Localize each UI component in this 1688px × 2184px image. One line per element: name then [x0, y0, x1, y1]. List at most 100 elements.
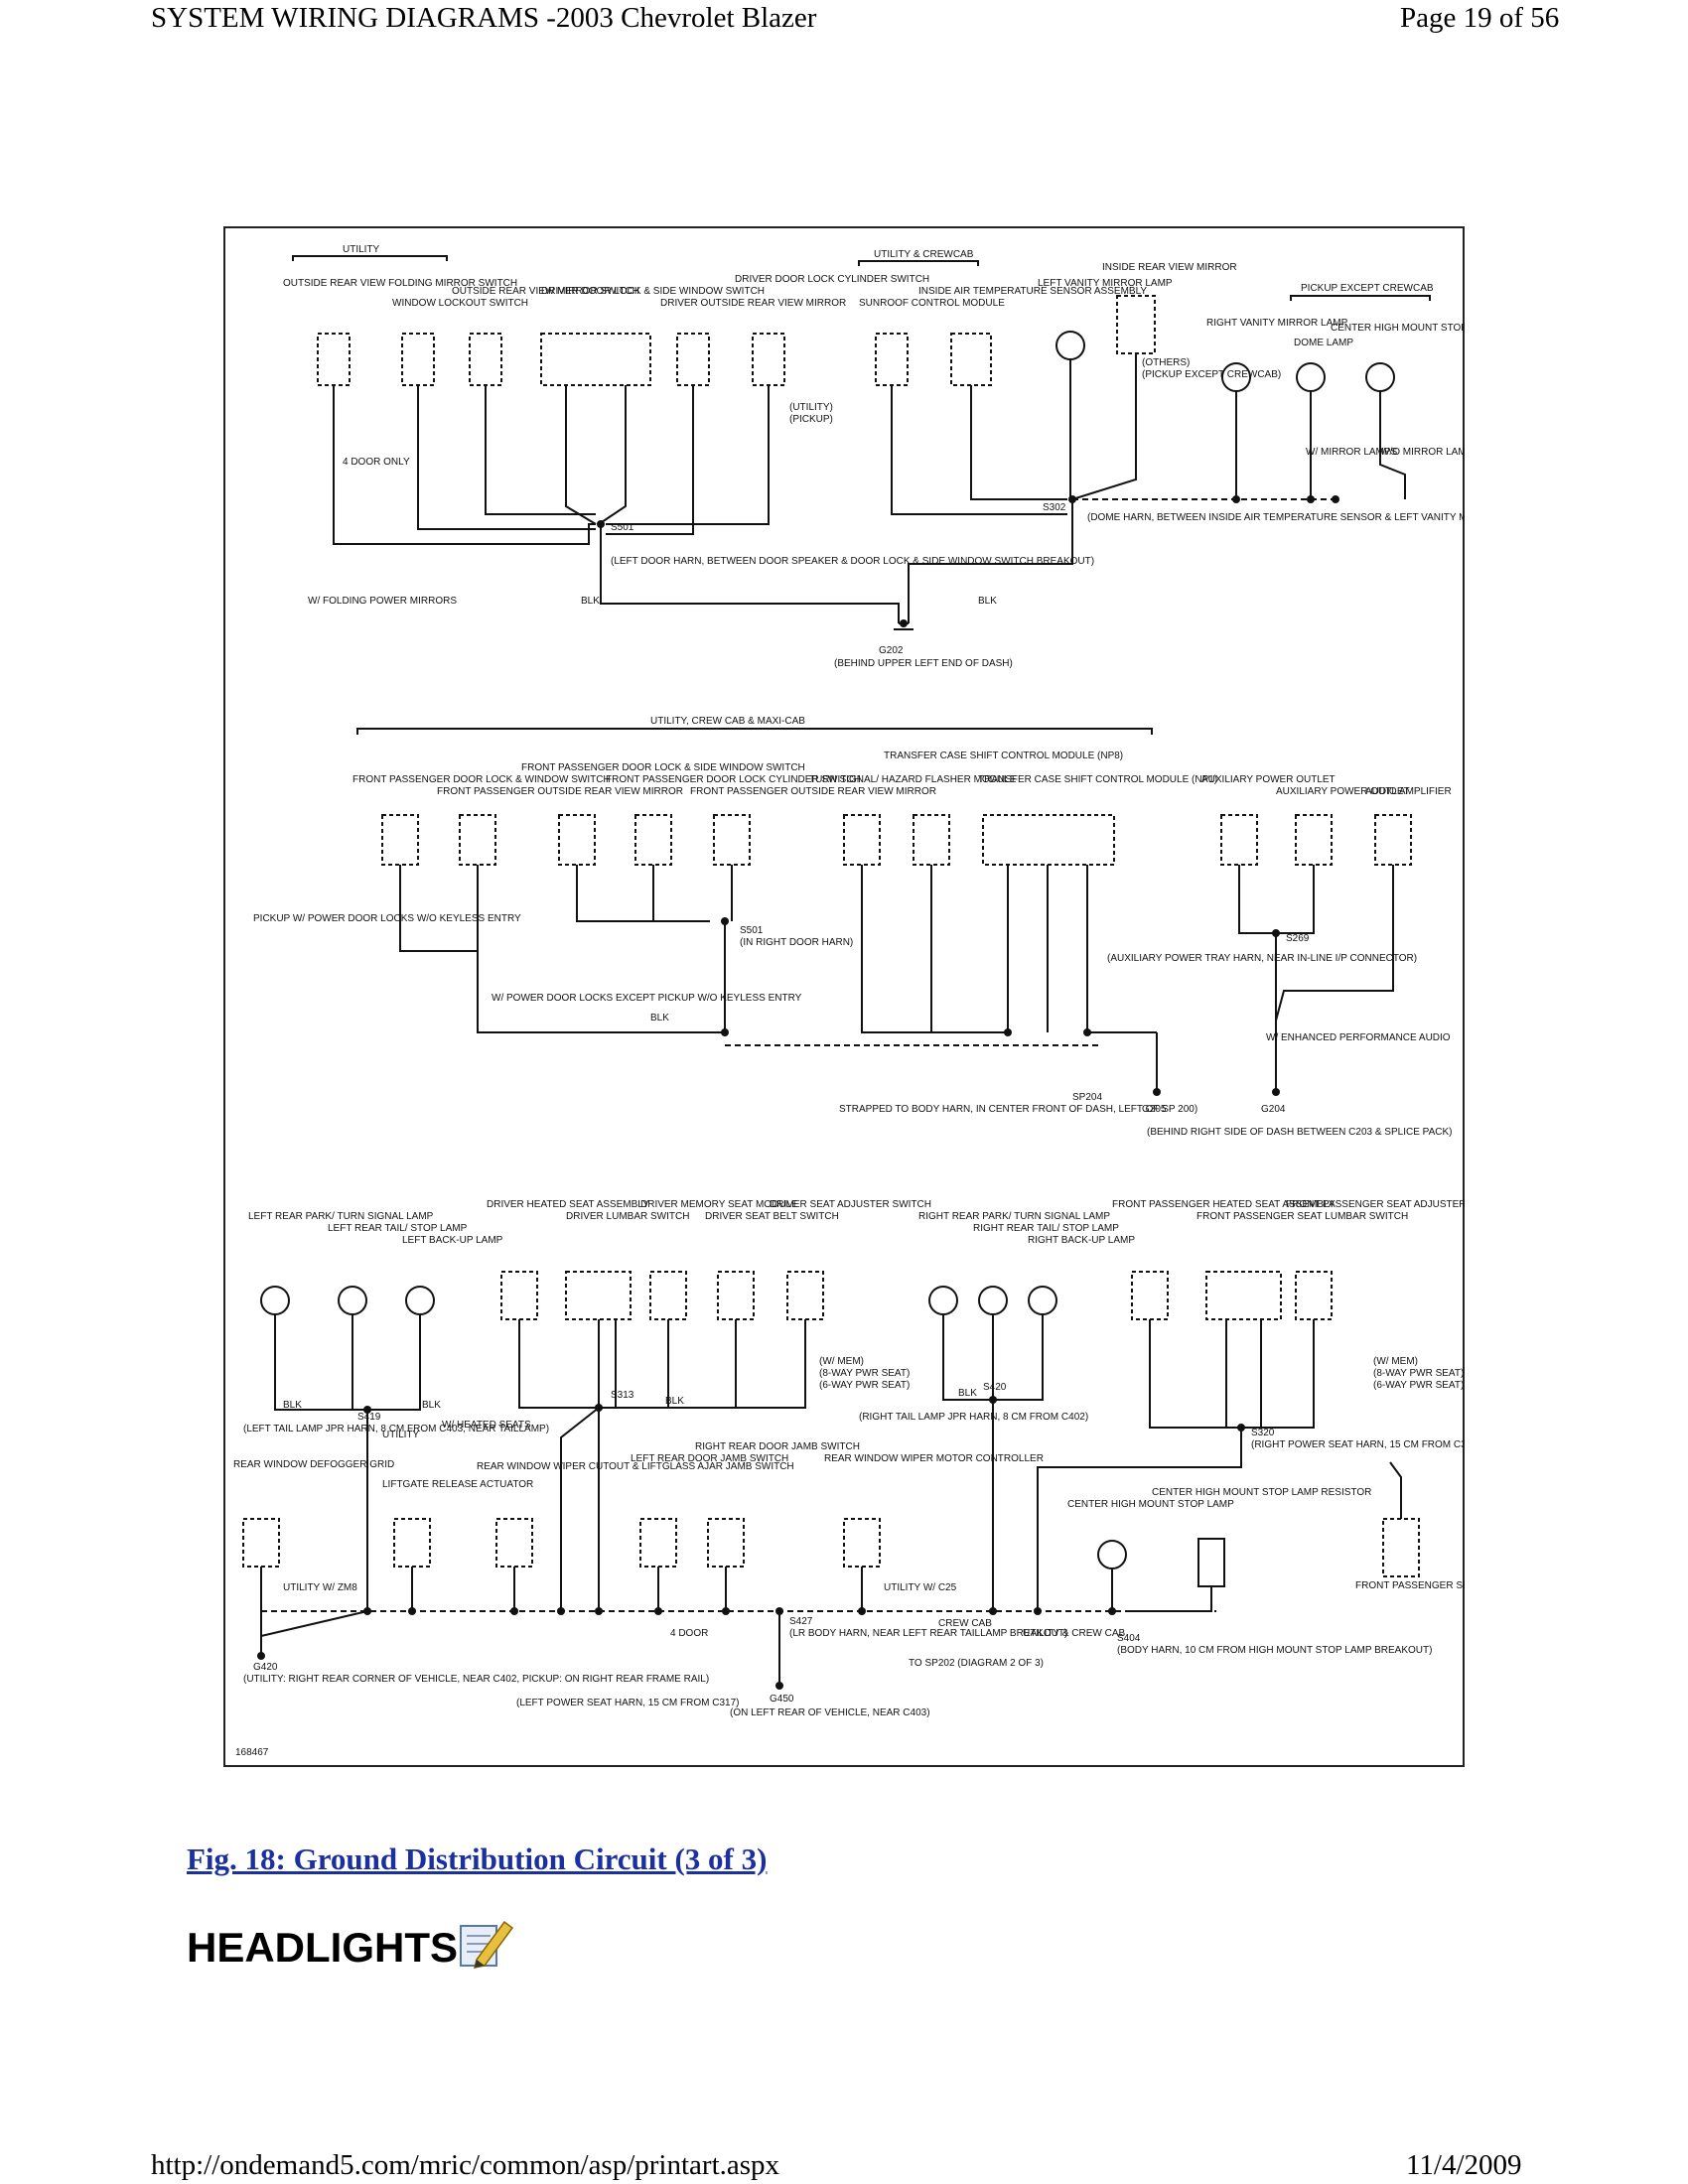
component-label: TRANSFER CASE SHIFT CONTROL MODULE (NP1): [978, 774, 1217, 785]
ground-note: (ON LEFT REAR OF VEHICLE, NEAR C403): [730, 1707, 930, 1718]
note-label: (W/ MEM): [1373, 1356, 1418, 1367]
component-label: REAR WINDOW WIPER MOTOR CONTROLLER: [824, 1453, 1044, 1464]
note-label: CREW CAB: [938, 1618, 992, 1629]
splice-label: S501: [611, 522, 634, 533]
splice-label: S313: [611, 1390, 634, 1401]
note-label: PICKUP W/ POWER DOOR LOCKS W/O KEYLESS E…: [253, 913, 521, 924]
group-label: UTILITY & CREWCAB: [874, 249, 974, 260]
note-label: 4 DOOR: [670, 1628, 708, 1639]
note-label: (OTHERS): [1142, 357, 1190, 368]
wire-label: BLK: [978, 596, 997, 607]
splice-note: (LEFT TAIL LAMP JPR HARN, 8 CM FROM C403…: [243, 1424, 549, 1434]
component-label: CENTER HIGH MOUNT STOP LAMP: [1331, 323, 1465, 334]
upper-splice-dots: [597, 495, 1339, 627]
note-label: (6-WAY PWR SEAT): [819, 1380, 910, 1391]
lower-labels: S419 (LEFT TAIL LAMP JPR HARN, 8 CM FROM…: [235, 1356, 1465, 1758]
component-label: AUDIO AMPLIFIER: [1365, 786, 1452, 797]
note-label: W/ POWER DOOR LOCKS EXCEPT PICKUP W/O KE…: [492, 993, 802, 1004]
component-label: AUXILIARY POWER OUTLET: [1276, 786, 1410, 797]
ground-label: G205: [1142, 1104, 1167, 1115]
note-pencil-icon[interactable]: [455, 1916, 518, 1972]
ground-note: (BEHIND RIGHT SIDE OF DASH BETWEEN C203 …: [1147, 1127, 1452, 1138]
wiring-diagram: UTILITY UTILITY & CREWCAB PICKUP EXCEPT …: [223, 226, 1465, 1767]
note-label: UTILITY: [382, 1430, 420, 1440]
lower-section: [242, 1271, 1420, 1686]
note-label: (8-WAY PWR SEAT): [1373, 1368, 1464, 1379]
splice-note: (LEFT POWER SEAT HARN, 15 CM FROM C317): [516, 1698, 739, 1708]
wire-label: BLK: [665, 1396, 684, 1407]
middle-labels: UTILITY, CREW CAB & MAXI-CAB S501 (IN RI…: [253, 716, 1452, 1138]
note-label: (W/ MEM): [819, 1356, 864, 1367]
component-label: DRIVER MEMORY SEAT MODULE: [640, 1199, 798, 1210]
wire-label: BLK: [581, 596, 600, 607]
note-label: UTILITY W/ C25: [884, 1582, 957, 1593]
ground-label: G202: [879, 645, 904, 656]
note-label: W/ ENHANCED PERFORMANCE AUDIO: [1266, 1032, 1451, 1043]
splice-note: (RIGHT POWER SEAT HARN, 15 CM FROM C315): [1251, 1439, 1465, 1450]
component-label: WINDOW LOCKOUT SWITCH: [392, 298, 528, 309]
group-label: UTILITY, CREW CAB & MAXI-CAB: [650, 716, 805, 727]
wire-label: BLK: [422, 1400, 441, 1411]
figure-caption-link[interactable]: Fig. 18: Ground Distribution Circuit (3 …: [187, 1842, 768, 1876]
page-number: Page 19 of 56: [1400, 2, 1560, 34]
note-label: 4 DOOR ONLY: [343, 457, 410, 468]
splice-label: S269: [1286, 933, 1310, 944]
component-label: OUTSIDE REAR VIEW FOLDING MIRROR SWITCH: [283, 278, 517, 289]
component-label: LEFT REAR TAIL/ STOP LAMP: [328, 1223, 468, 1234]
footer-url: http://ondemand5.com/mric/common/asp/pri…: [151, 2149, 780, 2181]
upper-section: [292, 255, 1431, 630]
note-label: (8-WAY PWR SEAT): [819, 1368, 910, 1379]
component-label: AUXILIARY POWER OUTLET: [1201, 774, 1336, 785]
wire-color-labels: BLK BLK BLK BLK BLK BLK BLK: [283, 596, 997, 1411]
note-label: W/ HEATED SEATS: [442, 1420, 531, 1431]
component-label: FRONT PASSENGER SEAT LUMBAR SWITCH: [1196, 1211, 1408, 1222]
splice-note: (AUXILIARY POWER TRAY HARN, NEAR IN-LINE…: [1107, 953, 1417, 964]
component-label: DRIVER OUTSIDE REAR VIEW MIRROR: [660, 298, 846, 309]
splice-label: S427: [789, 1616, 813, 1627]
component-label: LEFT BACK-UP LAMP: [402, 1235, 503, 1246]
splice-note: (IN RIGHT DOOR HARN): [740, 937, 853, 948]
wire-label: BLK: [650, 1013, 669, 1024]
note-label: W/ FOLDING POWER MIRRORS: [308, 596, 457, 607]
component-label: RIGHT REAR DOOR JAMB SWITCH: [695, 1441, 860, 1452]
component-label: LIFTGATE RELEASE ACTUATOR: [382, 1479, 533, 1490]
splice-note: (LEFT DOOR HARN, BETWEEN DOOR SPEAKER & …: [611, 556, 1094, 567]
component-label: DOME LAMP: [1294, 338, 1353, 348]
note-label: UTILITY & CREW CAB: [1023, 1628, 1125, 1639]
document-title: SYSTEM WIRING DIAGRAMS -2003 Chevrolet B…: [151, 2, 817, 34]
component-label: FRONT PASSENGER SEAT ADJUSTER SWITCH: [1286, 1199, 1465, 1210]
section-heading: HEADLIGHTS: [187, 1924, 458, 1971]
component-label: LEFT REAR DOOR JAMB SWITCH: [631, 1453, 788, 1464]
component-label: DRIVER HEATED SEAT ASSEMBLY: [487, 1199, 649, 1210]
component-label: TURN SIGNAL/ HAZARD FLASHER MODULE: [809, 774, 1017, 785]
note-label: (PICKUP EXCEPT CREWCAB): [1142, 369, 1281, 380]
component-label: OUTSIDE REAR VIEW MIRROR SWITCH: [452, 286, 639, 297]
component-label: INSIDE AIR TEMPERATURE SENSOR ASSEMBLY: [918, 286, 1147, 297]
splice-label: S404: [1117, 1633, 1141, 1644]
splice-label: S302: [1043, 502, 1066, 513]
component-label: DRIVER SEAT BELT SWITCH: [705, 1211, 839, 1222]
splice-label: S420: [983, 1382, 1007, 1393]
ground-note: (BEHIND UPPER LEFT END OF DASH): [834, 658, 1013, 669]
splice-label: S320: [1251, 1428, 1275, 1438]
wire-label: BLK: [958, 1388, 977, 1399]
splice-note: (RIGHT TAIL LAMP JPR HARN, 8 CM FROM C40…: [859, 1412, 1088, 1423]
component-label: REAR WINDOW DEFOGGER GRID: [233, 1459, 394, 1470]
note-label: TO SP202 (DIAGRAM 2 OF 3): [909, 1658, 1044, 1669]
component-label: DRIVER LUMBAR SWITCH: [566, 1211, 689, 1222]
splice-note: (DOME HARN, BETWEEN INSIDE AIR TEMPERATU…: [1087, 512, 1465, 523]
ground-note: (UTILITY: RIGHT REAR CORNER OF VEHICLE, …: [243, 1674, 709, 1685]
component-label: FRONT PASSENGER OUTSIDE REAR VIEW MIRROR: [437, 786, 683, 797]
splice-note: STRAPPED TO BODY HARN, IN CENTER FRONT O…: [839, 1104, 1197, 1115]
component-label: DRIVER DOOR LOCK CYLINDER SWITCH: [735, 274, 929, 285]
component-label: FRONT PASSENGER DOOR LOCK & SIDE WINDOW …: [521, 762, 805, 773]
component-label: FRONT PASSENGER DOOR LOCK CYLINDER SWITC…: [606, 774, 861, 785]
component-label: SUNROOF CONTROL MODULE: [859, 298, 1005, 309]
middle-section: [356, 728, 1412, 1090]
ground-label: G450: [770, 1694, 794, 1705]
lower-components: LEFT REAR PARK/ TURN SIGNAL LAMP LEFT RE…: [233, 1199, 1465, 1591]
component-label: FRONT PASSENGER DOOR LOCK & WINDOW SWITC…: [352, 774, 611, 785]
upper-labels: UTILITY UTILITY & CREWCAB PICKUP EXCEPT …: [308, 244, 1465, 669]
splice-label: SP204: [1072, 1092, 1102, 1103]
component-label: LEFT VANITY MIRROR LAMP: [1038, 278, 1173, 289]
